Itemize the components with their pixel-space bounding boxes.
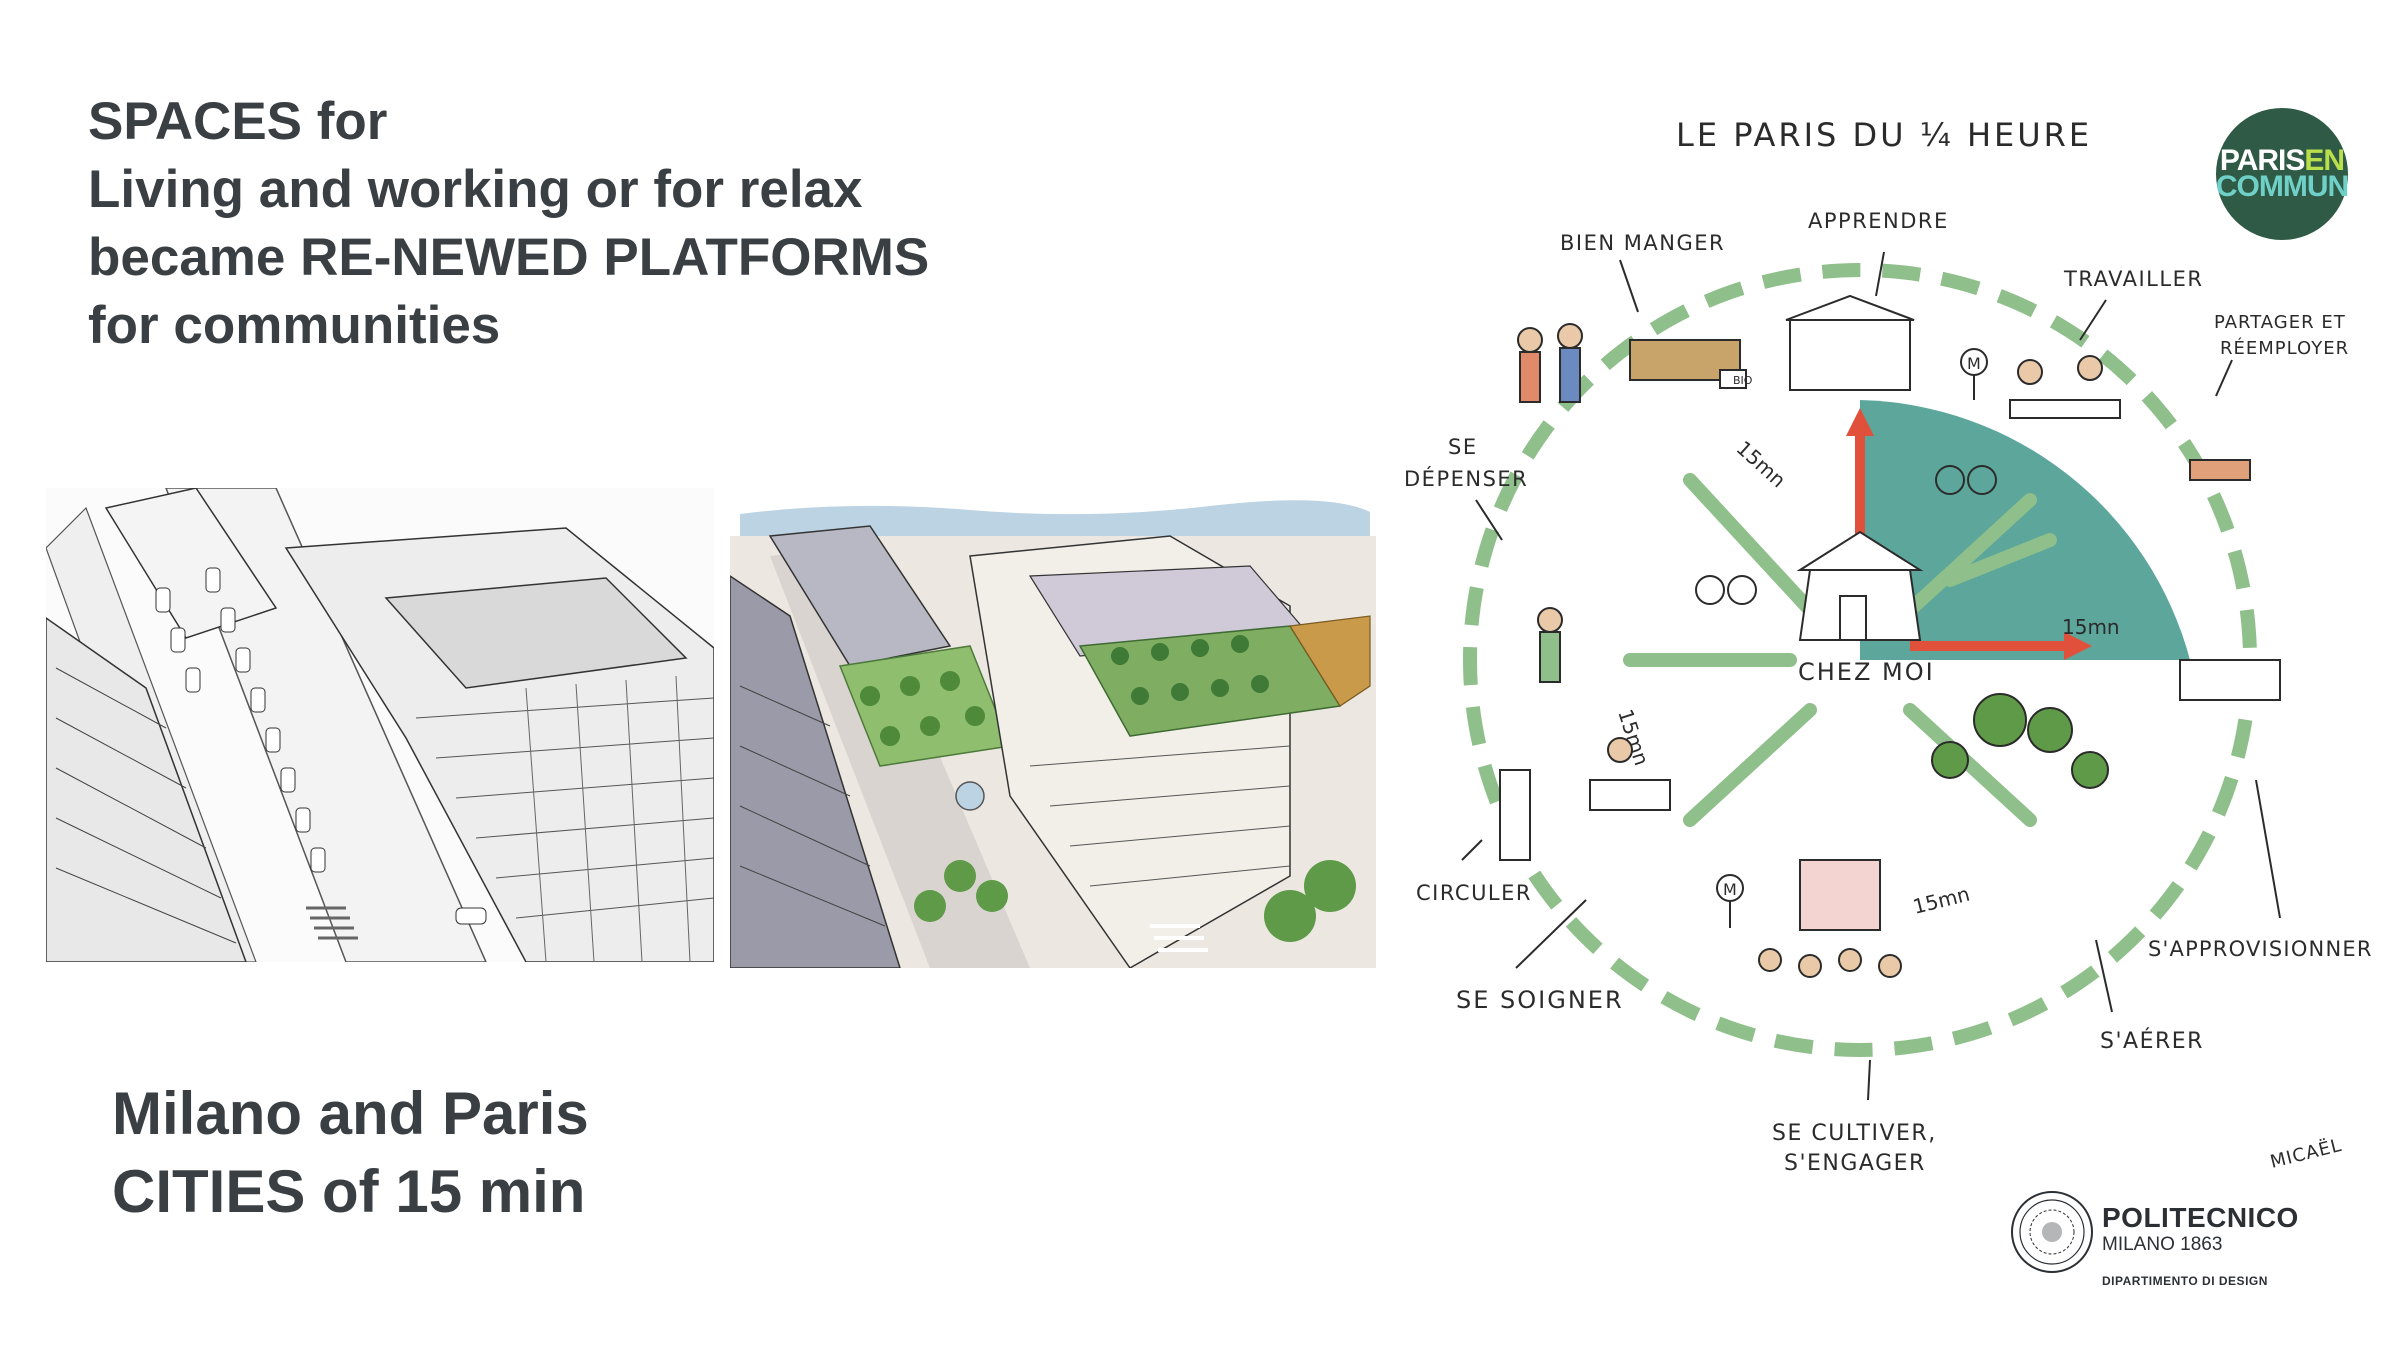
label-bien-manger: BIEN MANGER — [1560, 231, 1725, 255]
distance-label-s: 15mn — [1910, 882, 1972, 919]
metro-sign-bottom: M — [1716, 874, 1744, 928]
logo-paris: PARIS — [2219, 144, 2305, 177]
logo-en: EN — [2304, 144, 2345, 177]
illustration-street-before — [46, 488, 714, 962]
label-partager-line2: RÉEMPLOYER — [2220, 337, 2349, 359]
slide-subtitle: Milano and Paris CITIES of 15 min — [112, 1075, 812, 1231]
diagram-heading: LE PARIS DU ¼ HEURE — [1676, 116, 2092, 154]
label-s-aerer: S'AÉRER — [2100, 1028, 2204, 1054]
politecnico-seal-icon — [2011, 1191, 2093, 1273]
institution-sub: MILANO 1863 — [2102, 1234, 2223, 1255]
stall-sign: BIO — [1733, 374, 1753, 387]
metro-label-bottom: M — [1723, 880, 1737, 899]
paris-quart-heure-diagram: LE PARIS DU ¼ HEURE CHEZ MOI — [1404, 116, 2373, 1176]
label-se-cultiver-line1: SE CULTIVER, — [1772, 1121, 1937, 1146]
metro-sign-top: M — [1960, 348, 1988, 400]
center-house — [1796, 530, 1924, 641]
vignettes — [1499, 294, 2281, 978]
teal-quarter-zone — [1860, 400, 2190, 660]
title-line-1: SPACES for — [88, 92, 388, 151]
metro-label-top: M — [1967, 354, 1981, 373]
title-line-3: became RE-NEWED PLATFORMS — [88, 228, 930, 287]
paris-en-commun-logo: PARISEN COMMUN — [2215, 108, 2349, 240]
logo-commun: COMMUN — [2215, 170, 2349, 203]
label-se-depenser-line2: DÉPENSER — [1404, 466, 1528, 491]
illustration-street-after — [730, 496, 1376, 968]
radial-paths — [1623, 473, 2057, 827]
politecnico-logo: POLITECNICO MILANO 1863 DIPARTIMENTO DI … — [2010, 1186, 2330, 1296]
distance-label-nw: 15mn — [1732, 436, 1791, 492]
label-s-approvisionner: S'APPROVISIONNER — [2148, 937, 2373, 961]
title-line-2: Living and working or for relax — [88, 160, 863, 219]
institution-dept: DIPARTIMENTO DI DESIGN — [2102, 1274, 2268, 1288]
illustrator-signature: MICAËL — [2268, 1135, 2344, 1173]
label-circuler: CIRCULER — [1416, 881, 1532, 905]
label-travailler: TRAVAILLER — [2063, 267, 2203, 291]
leader-lines — [1461, 251, 2281, 1101]
slide-title: SPACES for Living and working or for rel… — [88, 88, 988, 360]
distance-label-e: 15mn — [2062, 615, 2120, 639]
logo-line-1: PARISEN — [2220, 146, 2345, 176]
label-se-depenser-line1: SE — [1448, 435, 1478, 459]
subtitle-line-2: CITIES of 15 min — [112, 1158, 586, 1225]
label-partager-line1: PARTAGER ET — [2214, 312, 2346, 333]
label-apprendre: APPRENDRE — [1808, 209, 1949, 233]
center-label: CHEZ MOI — [1798, 658, 1935, 686]
subtitle-line-1: Milano and Paris — [112, 1080, 589, 1147]
label-se-soigner: SE SOIGNER — [1456, 986, 1624, 1014]
title-line-4: for communities — [88, 296, 501, 355]
label-se-cultiver-line2: S'ENGAGER — [1784, 1151, 1926, 1176]
institution-name: POLITECNICO — [2102, 1202, 2299, 1233]
